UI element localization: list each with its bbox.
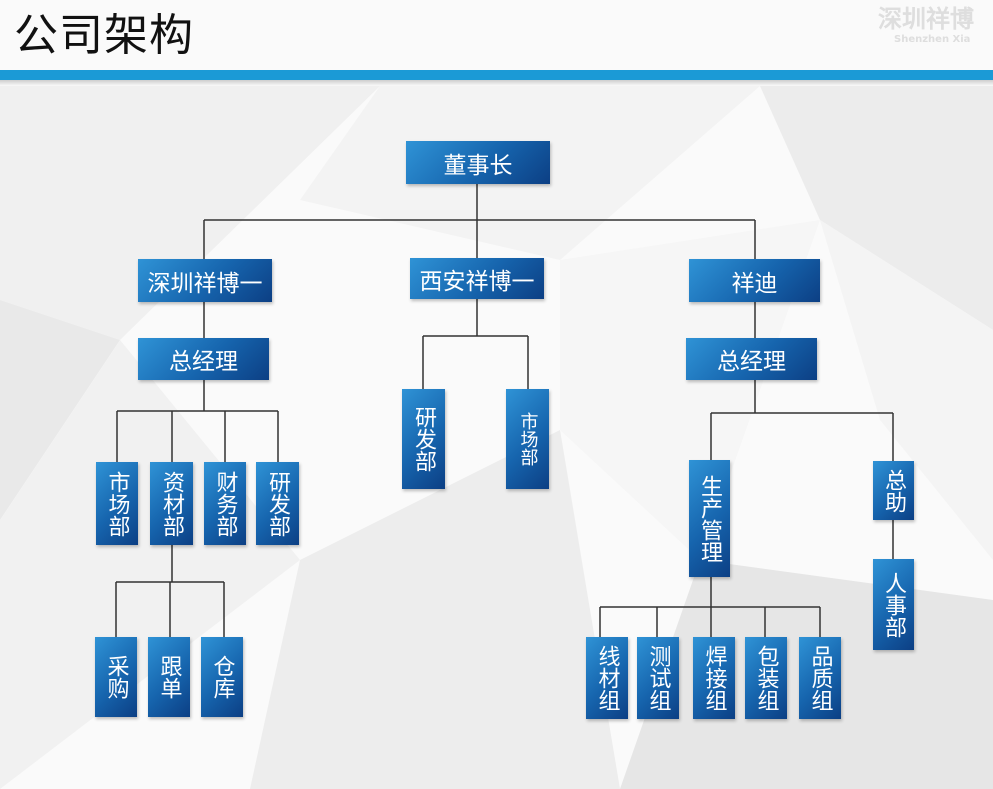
node-shenzhen-materials: 资材部 [150,462,193,545]
node-hr: 人事部 [873,559,914,650]
node-group-weld: 焊接组 [693,637,735,719]
node-materials-warehouse: 仓库 [201,637,243,717]
watermark-text-cn: 深圳祥博 [878,5,974,33]
node-company-shenzhen: 深圳祥博一 [138,259,272,302]
node-group-pack: 包装组 [745,637,787,719]
title-underline-bar [0,70,993,80]
node-shenzhen-rnd: 研发部 [256,462,299,545]
watermark-logo: 深圳祥博 Shenzhen Xia [878,4,993,46]
node-materials-purchase: 采购 [95,637,137,717]
node-xian-market: 市场部 [506,389,549,489]
node-company-xian: 西安祥博一 [410,258,544,299]
node-company-xiangdi: 祥迪 [689,259,820,302]
node-group-wire: 线材组 [586,637,628,719]
node-production-management: 生产管理 [689,460,730,577]
node-xian-rnd: 研发部 [402,389,445,489]
node-group-quality: 品质组 [799,637,841,719]
title-bar-shadow [0,80,993,86]
node-group-test: 测试组 [637,637,679,719]
node-shenzhen-gm: 总经理 [138,338,269,380]
node-shenzhen-market: 市场部 [96,462,138,545]
watermark-text-en: Shenzhen Xia [894,34,971,45]
node-assistant: 总助 [873,461,914,520]
node-xiangdi-gm: 总经理 [686,338,817,380]
page-title: 公司架构 [14,10,194,61]
node-materials-follow: 跟单 [148,637,190,717]
node-chairman: 董事长 [406,141,550,184]
node-shenzhen-finance: 财务部 [204,462,246,545]
